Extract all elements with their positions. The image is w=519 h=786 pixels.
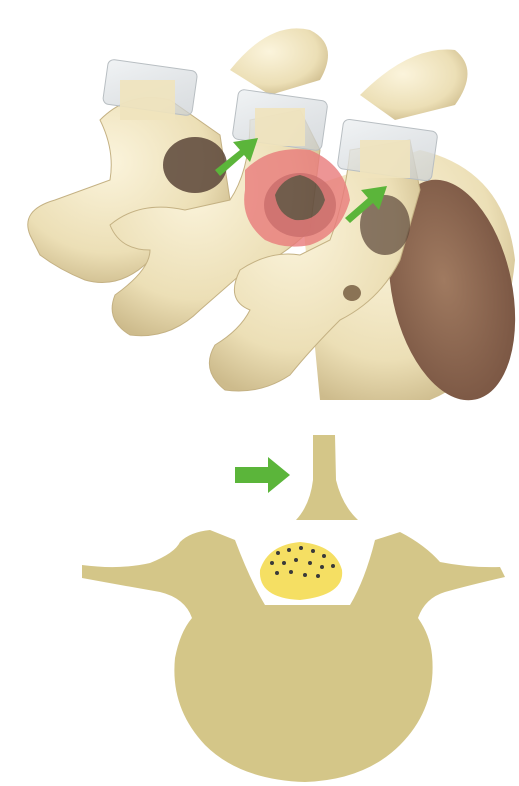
spinous-process-upper-2 (360, 50, 468, 120)
nutrient-hole (343, 285, 361, 301)
arrow-icon (235, 457, 290, 493)
spinous-process-section (296, 435, 358, 520)
spinous-process-upper-1 (230, 28, 328, 95)
spinal-cord-section (260, 542, 342, 600)
vertebrae-3d-illustration (0, 0, 519, 420)
vertebra-cross-section-diagram (0, 420, 519, 786)
intervertebral-foramen-1 (163, 137, 227, 193)
